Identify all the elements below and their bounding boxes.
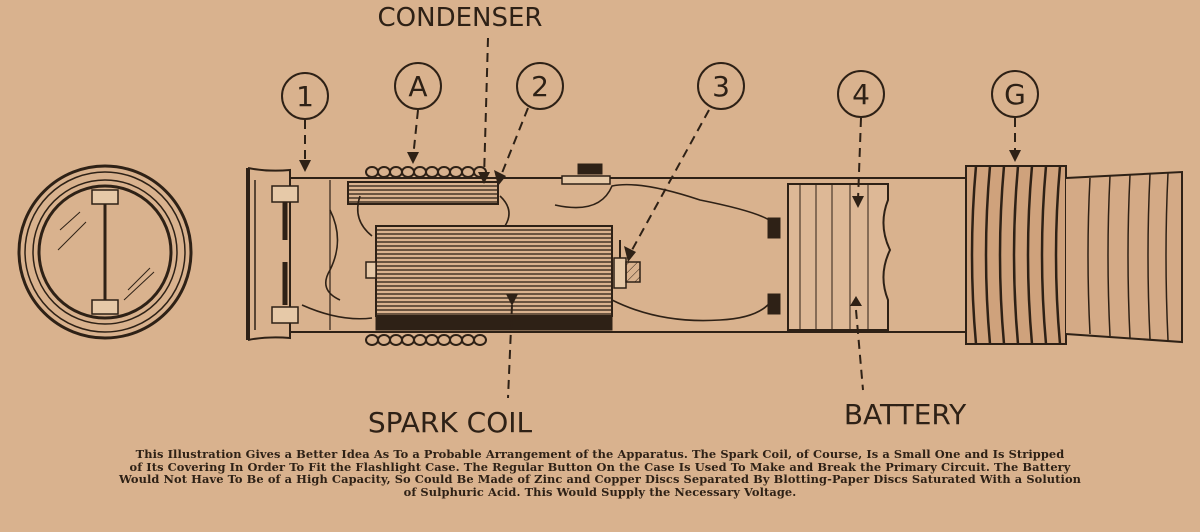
flashlight-case (246, 167, 965, 341)
callout-circle-2 (516, 62, 564, 110)
caption-line-4: of Sulphuric Acid. This Would Supply the… (403, 484, 797, 499)
caption-line-3: Would Not Have To Be of a High Capacity,… (118, 472, 1082, 487)
spark-coil-label: SPARK COIL (368, 406, 533, 439)
callout-g-label: G (1004, 78, 1026, 111)
callout-2-label: 2 (531, 70, 549, 103)
callout-circle-4 (837, 70, 885, 118)
callout-circle-1 (281, 72, 329, 120)
wiring (301, 183, 773, 322)
callout-circle-3 (697, 62, 745, 110)
callout-circle-a (394, 62, 442, 110)
lens-end-view (17, 164, 193, 340)
case-push-button (561, 163, 611, 185)
coil-windings-top (365, 166, 487, 178)
interrupter-screw (613, 240, 641, 289)
callout-circle-g (991, 70, 1039, 118)
leader-lines (304, 37, 1016, 399)
caption-line-1: This Illustration Gives a Better Idea As… (135, 447, 1065, 461)
condenser-label: CONDENSER (378, 3, 543, 33)
callout-1-label: 1 (296, 80, 314, 113)
battery-label: BATTERY (844, 398, 967, 431)
callout-4-label: 4 (852, 78, 870, 111)
coil-windings-bottom (365, 334, 487, 346)
condenser (347, 181, 499, 205)
callout-a-label: A (408, 70, 427, 103)
figure-caption: This Illustration Gives a Better Idea As… (20, 448, 1180, 498)
flashlight-apparatus-diagram: 1 A 2 3 4 G CONDENSER SPARK COIL BATTERY (17, 3, 1183, 439)
threaded-end-cap (965, 165, 1067, 345)
caption-line-2: of Its Covering In Order To Fit the Flas… (129, 459, 1071, 474)
tail-cap (1065, 170, 1183, 344)
battery (767, 183, 892, 331)
leader-arrowheads (299, 150, 1021, 306)
callout-3-label: 3 (712, 70, 730, 103)
spark-coil (365, 225, 613, 331)
